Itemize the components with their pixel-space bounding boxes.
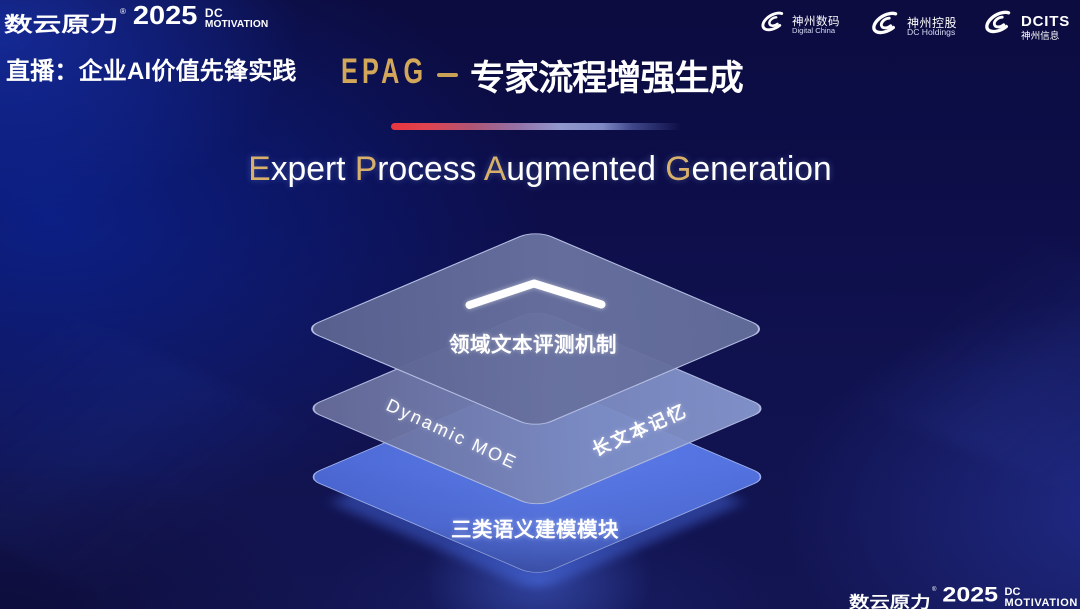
svg-text:三类语义建模模块: 三类语义建模模块: [451, 518, 619, 542]
svg-text:领域文本评测机制: 领域文本评测机制: [449, 333, 617, 357]
svg-text:三类语义建模模块: 三类语义建模模块: [451, 518, 619, 542]
svg-text:领域文本评测机制: 领域文本评测机制: [449, 333, 617, 357]
